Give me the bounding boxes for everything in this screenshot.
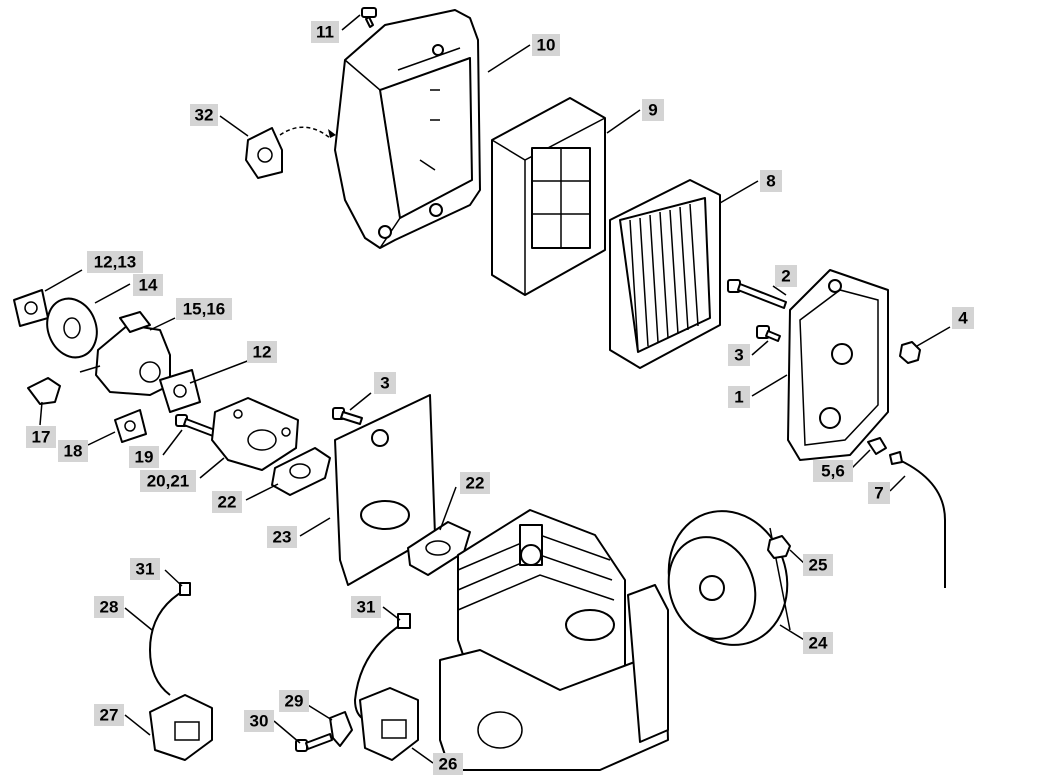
callout-text: 12,13 — [94, 253, 137, 272]
callout-11: 11 — [311, 21, 339, 43]
callout-text: 14 — [139, 276, 158, 295]
part-screw-11 — [361, 7, 377, 28]
callout-text: 1 — [734, 388, 743, 407]
callout-text: 26 — [439, 755, 458, 774]
callout-22b: 22 — [460, 472, 490, 494]
part-filter-element-8 — [609, 179, 721, 369]
callout-10: 10 — [532, 34, 560, 56]
part-screw-30 — [295, 733, 333, 752]
callout-text: 20,21 — [147, 472, 190, 491]
part-flywheel-24 — [667, 510, 791, 646]
callout-15-16: 15,16 — [176, 298, 232, 320]
callout-text: 23 — [273, 528, 292, 547]
callout-text: 4 — [958, 309, 968, 328]
part-fitting-5-6 — [867, 437, 887, 455]
callout-32: 32 — [190, 104, 218, 126]
callout-18: 18 — [58, 440, 88, 462]
part-nut-25 — [767, 535, 791, 559]
callout-3b: 3 — [374, 372, 396, 394]
callout-5-6: 5,6 — [813, 460, 853, 482]
part-choke-17 — [27, 377, 61, 405]
part-gasket-12 — [159, 369, 201, 413]
part-filter-frame-9 — [491, 97, 606, 296]
callout-text: 31 — [357, 598, 376, 617]
callout-text: 5,6 — [821, 462, 845, 481]
part-filter-cover-10 — [334, 9, 481, 249]
callout-1: 1 — [728, 386, 750, 408]
callout-19: 19 — [129, 446, 159, 468]
callout-text: 27 — [100, 706, 119, 725]
callout-text: 7 — [874, 484, 883, 503]
callout-20-21: 20,21 — [140, 470, 196, 492]
part-ignition-module-27 — [149, 694, 213, 761]
callout-8: 8 — [760, 170, 782, 192]
callout-7: 7 — [868, 482, 890, 504]
part-tube-7 — [889, 451, 946, 588]
part-gasket-18 — [114, 409, 147, 443]
part-plate-14 — [46, 297, 98, 359]
part-heat-shield-23 — [334, 394, 436, 586]
callout-text: 22 — [218, 493, 237, 512]
part-base-plate-1 — [787, 269, 889, 461]
callout-9: 9 — [642, 99, 664, 121]
callout-text: 25 — [809, 556, 828, 575]
callout-text: 24 — [809, 634, 828, 653]
callout-text: 10 — [537, 36, 556, 55]
callout-text: 9 — [648, 101, 657, 120]
callout-3a: 3 — [728, 344, 750, 366]
callout-27: 27 — [94, 704, 124, 726]
callout-30: 30 — [244, 710, 274, 732]
callout-22a: 22 — [212, 491, 242, 513]
callout-12: 12 — [247, 341, 277, 363]
callout-14: 14 — [133, 274, 163, 296]
callout-text: 8 — [766, 172, 775, 191]
part-ignition-lead-28 — [149, 582, 191, 696]
callout-text: 15,16 — [183, 300, 226, 319]
part-screw-19 — [175, 414, 216, 437]
callout-29: 29 — [279, 690, 309, 712]
part-gasket-22a — [271, 447, 331, 496]
callout-text: 29 — [285, 692, 304, 711]
part-engine-crankcase — [439, 584, 669, 771]
callout-28: 28 — [94, 596, 124, 618]
callout-25: 25 — [803, 554, 833, 576]
callout-text: 3 — [380, 374, 389, 393]
callout-text: 22 — [466, 474, 485, 493]
callout-23: 23 — [267, 526, 297, 548]
part-screw-3a — [756, 325, 781, 342]
callout-24: 24 — [803, 632, 833, 654]
part-ignition-module-26 — [359, 687, 419, 761]
part-screw-2 — [727, 279, 787, 309]
callout-text: 30 — [250, 712, 269, 731]
part-gasket-12-13 — [13, 289, 49, 327]
part-clip-29 — [329, 711, 353, 747]
callout-31a: 31 — [130, 558, 160, 580]
callout-17: 17 — [26, 426, 56, 448]
part-screw-3b — [332, 407, 363, 425]
callout-text: 28 — [100, 598, 119, 617]
callout-26: 26 — [433, 753, 463, 775]
callout-text: 2 — [781, 267, 790, 286]
part-nut-4 — [899, 341, 921, 364]
part-manifold-20-21 — [211, 397, 299, 471]
callout-text: 18 — [64, 442, 83, 461]
callout-text: 12 — [253, 343, 272, 362]
callout-text: 3 — [734, 346, 743, 365]
callout-text: 17 — [32, 428, 51, 447]
callout-31b: 31 — [351, 596, 381, 618]
callout-text: 32 — [195, 106, 214, 125]
callout-text: 19 — [135, 448, 154, 467]
callout-4: 4 — [952, 307, 974, 329]
callout-12-13: 12,13 — [87, 251, 143, 273]
part-label-32 — [245, 126, 336, 179]
callout-2: 2 — [775, 265, 797, 287]
callout-text: 11 — [316, 23, 334, 42]
callout-text: 31 — [136, 560, 155, 579]
part-ignition-lead-31 — [354, 613, 411, 721]
